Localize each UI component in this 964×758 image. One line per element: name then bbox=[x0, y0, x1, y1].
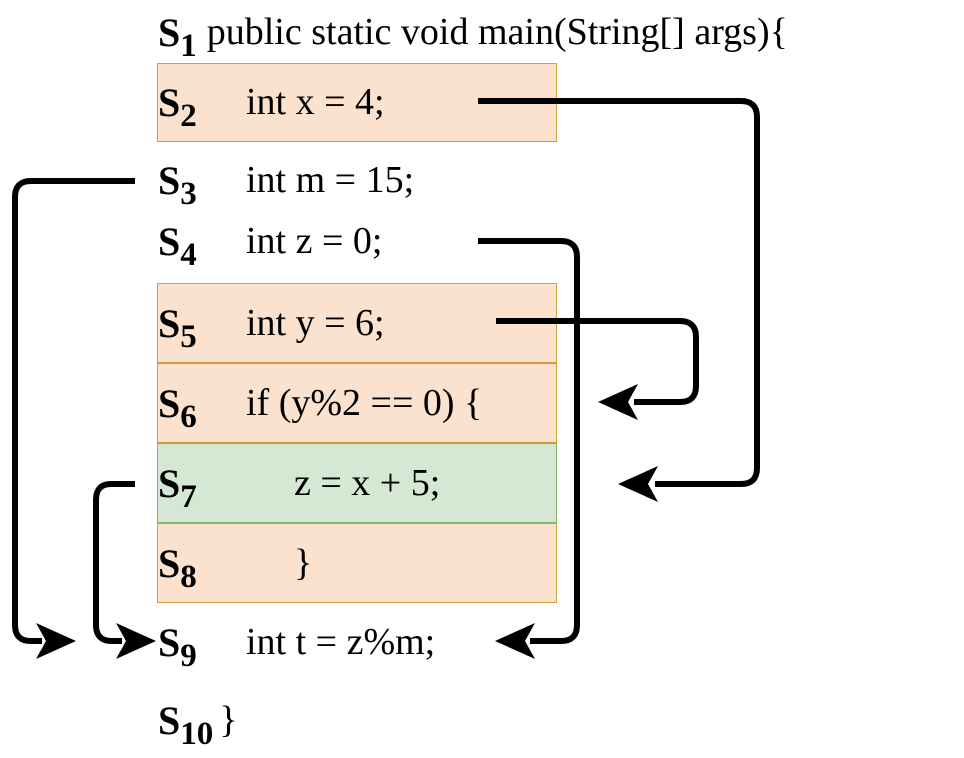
statement-label: S1 bbox=[158, 9, 197, 64]
arrow-s3-to-s9 bbox=[12, 178, 135, 644]
statement-s1: S1 public static void main(String[] args… bbox=[158, 2, 788, 64]
statement-s6: S6 if (y%2 == 0) { bbox=[158, 373, 483, 435]
statement-s7: S7 z = x + 5; bbox=[158, 453, 441, 515]
statement-label: S10 bbox=[158, 697, 214, 752]
statement-s8: S8 } bbox=[158, 533, 313, 595]
statement-label: S7 bbox=[158, 460, 197, 515]
highlight-box-s5 bbox=[157, 283, 557, 363]
statement-code: z = x + 5; bbox=[294, 462, 441, 504]
highlight-box-s8 bbox=[157, 523, 557, 603]
statement-code: int t = z%m; bbox=[246, 621, 436, 663]
arrow-s5-to-s6 bbox=[496, 318, 699, 405]
statement-s9: S9 int t = z%m; bbox=[158, 612, 436, 674]
statement-code: int x = 4; bbox=[246, 81, 385, 123]
statement-s3: S3 int m = 15; bbox=[158, 150, 415, 212]
statement-s10: S10 } bbox=[158, 690, 238, 752]
arrowhead-s3-to-s9 bbox=[36, 623, 76, 659]
statement-label: S6 bbox=[158, 380, 197, 435]
arrow-s4-to-s9 bbox=[478, 238, 580, 644]
statement-s4: S4 int z = 0; bbox=[158, 211, 383, 273]
statement-label: S3 bbox=[158, 157, 197, 212]
arrowhead-s4-to-s9 bbox=[495, 623, 535, 659]
arrowhead-s7-to-s9 bbox=[116, 623, 156, 659]
statement-s2: S2 int x = 4; bbox=[158, 72, 385, 134]
statement-label: S8 bbox=[158, 540, 197, 595]
statement-s5: S5 int y = 6; bbox=[158, 293, 385, 355]
statement-code: int y = 6; bbox=[246, 302, 385, 344]
arrowhead-s5-to-s6 bbox=[598, 384, 638, 420]
statement-label: S4 bbox=[158, 218, 197, 273]
arrow-s7-to-s9 bbox=[93, 481, 135, 644]
statement-code: } bbox=[294, 542, 313, 584]
statement-code: } bbox=[219, 699, 238, 741]
statement-label: S2 bbox=[158, 79, 197, 134]
highlight-box-s6 bbox=[157, 363, 557, 443]
arrow-s2-to-s7 bbox=[478, 98, 760, 487]
statement-code: int z = 0; bbox=[246, 220, 383, 262]
statement-label: S9 bbox=[158, 619, 197, 674]
statement-code: int m = 15; bbox=[246, 159, 415, 201]
arrowhead-s2-to-s7 bbox=[618, 466, 658, 502]
statement-code: public static void main(String[] args){ bbox=[206, 11, 788, 53]
highlight-box-s7 bbox=[157, 443, 557, 523]
statement-label: S5 bbox=[158, 300, 197, 355]
statement-code: if (y%2 == 0) { bbox=[246, 382, 483, 424]
